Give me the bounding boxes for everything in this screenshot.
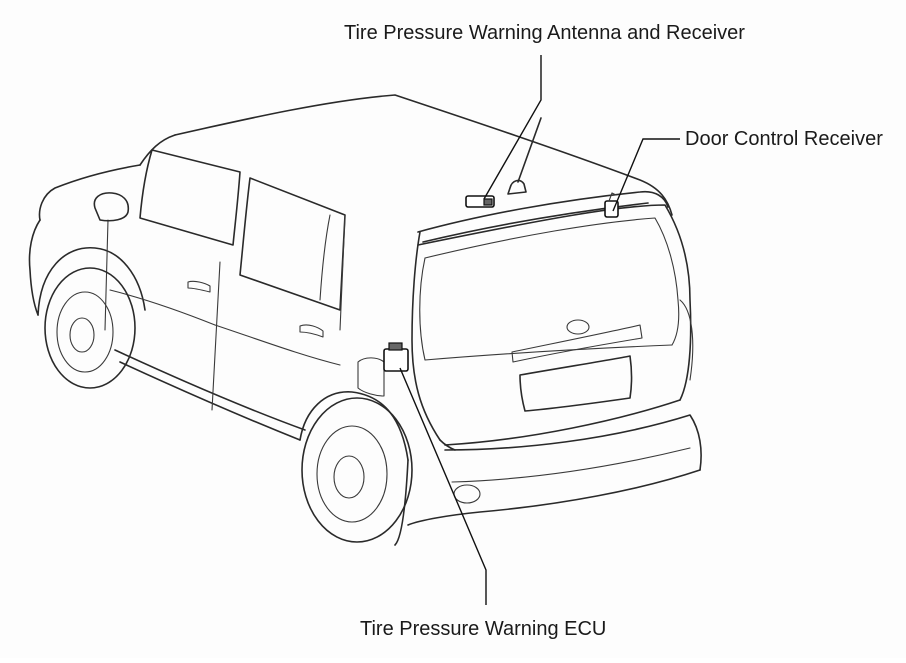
tire-pressure-ecu-part <box>383 342 409 372</box>
antenna-receiver-label: Tire Pressure Warning Antenna and Receiv… <box>344 22 745 44</box>
car-body <box>28 94 702 546</box>
antenna-receiver-part <box>465 195 495 208</box>
ecu-leader-line <box>399 367 487 605</box>
door-control-receiver-label: Door Control Receiver <box>685 128 883 150</box>
antenna-leader-line <box>483 55 542 200</box>
tire-pressure-ecu-label: Tire Pressure Warning ECU <box>360 618 607 640</box>
door-receiver-leader-line <box>612 138 680 212</box>
